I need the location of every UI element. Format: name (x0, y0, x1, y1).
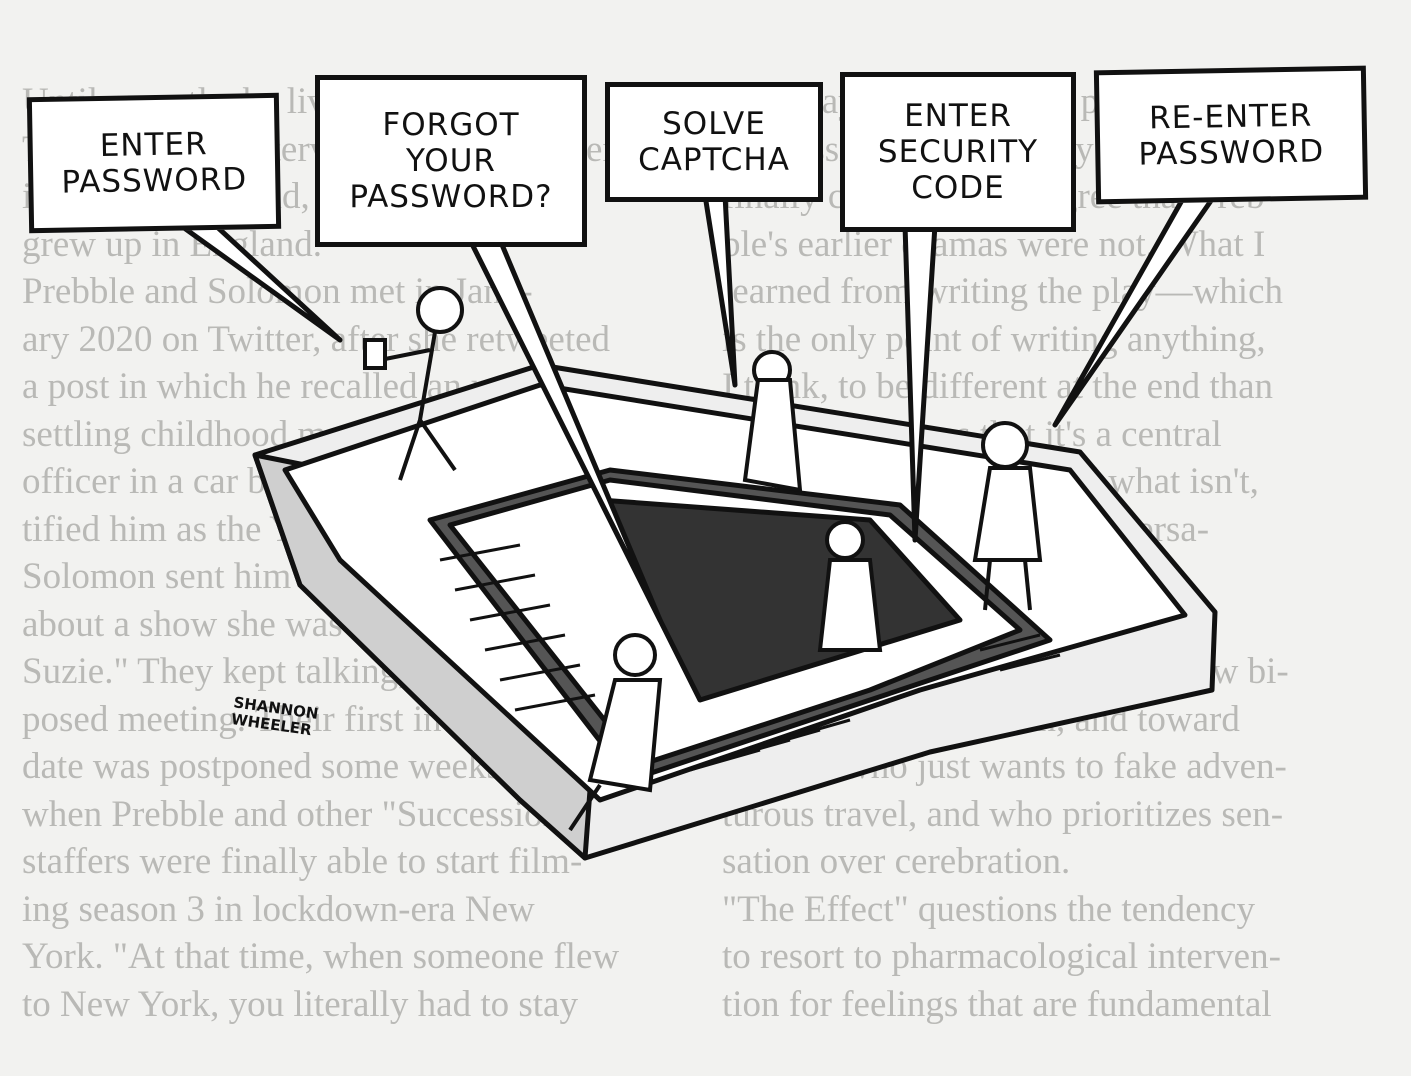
background-text-line: tion for feelings that are fundamental (722, 983, 1272, 1025)
background-text-line: sation over cerebration. (722, 841, 1071, 882)
speech-tails (177, 192, 1218, 623)
bubble-text: RE-ENTER (1148, 97, 1313, 137)
background-text-line: "The Effect" questions the tendency (722, 888, 1255, 930)
background-text-line: turous travel, and who prioritizes sen- (722, 793, 1284, 835)
background-text-line: to New York, you literally had to stay (22, 983, 578, 1025)
background-text-line: ing season 3 in lockdown-era New (22, 888, 535, 930)
background-text-line: I think, to be different at the end than (722, 366, 1274, 407)
bubble-text: ENTER (99, 126, 208, 164)
bubble-text: ENTER (904, 98, 1012, 134)
inner-shaft (597, 497, 963, 703)
person-1 (363, 286, 464, 481)
background-text-line: when Prebble and other "Succession" (22, 793, 577, 835)
background-text-line: to resort to pharmacological interven- (722, 936, 1281, 977)
background-text-line: York. "At that time, when someone flew (22, 936, 620, 977)
people (363, 286, 1043, 832)
stair-steps (439, 543, 1061, 772)
person-5 (568, 633, 663, 832)
background-text-line: staffers were finally able to start film… (22, 841, 583, 882)
tail-3 (702, 192, 738, 388)
bubble-text: SOLVE (662, 106, 766, 142)
background-text-line: learned from writing the play—which (722, 271, 1283, 312)
bubble-text: YOUR (406, 143, 496, 179)
bubble-text: PASSWORD? (349, 179, 553, 215)
bubble-text: PASSWORD (1138, 133, 1325, 173)
person-4 (817, 520, 883, 652)
bubble-text: CODE (911, 170, 1005, 206)
tail-5 (1052, 192, 1218, 428)
person-3 (972, 421, 1043, 611)
bubble-text: SECURITY (877, 134, 1039, 170)
bubble-text: FORGOT (382, 107, 520, 143)
bubble-text: PASSWORD (61, 161, 248, 201)
bubble-text: CAPTCHA (638, 142, 790, 178)
person-2 (742, 350, 803, 493)
background-text-line: is the only point of writing anything, (722, 318, 1266, 360)
